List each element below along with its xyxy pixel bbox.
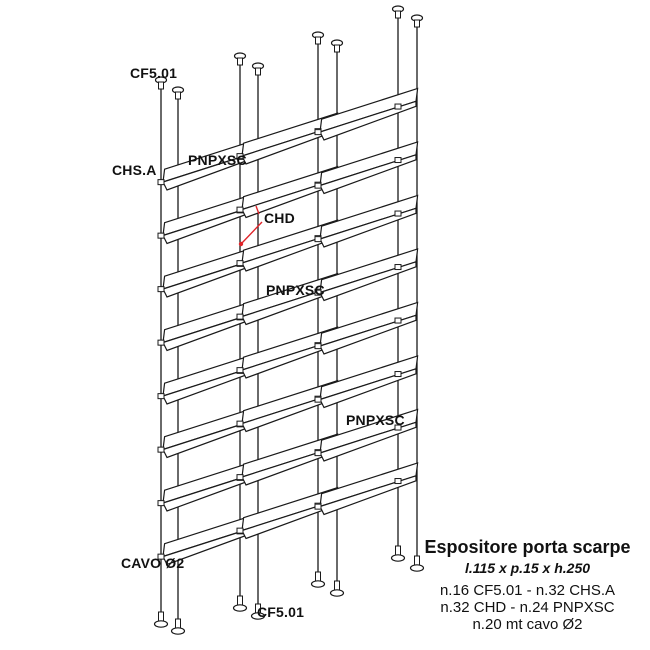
- shelf-bracket: [157, 339, 165, 346]
- shelf-bracket: [236, 206, 244, 213]
- chd-detail-line: [240, 221, 263, 245]
- shelf-bracket: [394, 317, 402, 324]
- ceiling-anchor-body: [315, 36, 321, 45]
- shelf-bracket: [394, 264, 402, 271]
- shelf-bracket: [157, 393, 165, 400]
- component-list-line: n.20 mt cavo Ø2: [472, 616, 583, 633]
- shelf-bracket: [314, 396, 322, 403]
- shelf-front-lip: [319, 260, 417, 302]
- product-title: Espositore porta scarpe: [424, 537, 631, 557]
- chd-detail-tick: [255, 205, 260, 215]
- label-pnpxsc-right: PNPXSC: [346, 412, 405, 428]
- shelf-bracket: [236, 313, 244, 320]
- shelf-bracket: [314, 450, 322, 457]
- shelf-front-lip: [319, 314, 417, 355]
- floor-anchor-base: [250, 612, 266, 620]
- ceiling-anchor-body: [237, 57, 243, 66]
- shelf-front-lip: [319, 421, 417, 462]
- shelf-bracket: [236, 153, 244, 160]
- shelf-bracket: [236, 474, 244, 481]
- floor-anchor-base: [310, 580, 326, 588]
- floor-anchor-base: [329, 589, 345, 597]
- component-list-line: n.16 CF5.01 - n.32 CHS.A: [439, 582, 616, 599]
- floor-anchor-base: [170, 627, 186, 635]
- shelf-bracket: [236, 367, 244, 374]
- floor-anchor-base: [153, 620, 169, 628]
- ceiling-anchor-body: [175, 91, 181, 100]
- shelf-bracket: [157, 286, 165, 293]
- shelf-bracket: [236, 260, 244, 267]
- label-cavo: CAVO Ø2: [121, 555, 185, 571]
- shelf-front-lip: [319, 367, 417, 409]
- shelf-bracket: [314, 129, 322, 136]
- floor-anchor-base: [390, 554, 406, 562]
- shelf-bracket: [157, 179, 165, 186]
- fittings-group: [153, 5, 425, 635]
- component-list-line: n.32 CHD - n.24 PNPXSC: [440, 599, 615, 616]
- ceiling-anchor-body: [414, 19, 420, 28]
- shelf-bracket: [236, 527, 244, 534]
- ceiling-anchor-body: [158, 81, 164, 90]
- product-dimensions: l.115 x p.15 x h.250: [464, 560, 591, 576]
- shelf-bracket: [314, 503, 322, 510]
- label-pnpxsc-middle: PNPXSC: [266, 282, 325, 298]
- product-info-block: Espositore porta scarpe l.115 x p.15 x h…: [405, 536, 650, 633]
- shelf-bracket: [394, 371, 402, 378]
- shelf-bracket: [157, 553, 165, 560]
- shelf-bracket: [314, 343, 322, 350]
- shelf-front-lip: [319, 153, 417, 195]
- shelf-bracket: [314, 289, 322, 296]
- shelf-bracket: [394, 424, 402, 431]
- shelf-front-lip: [319, 100, 417, 141]
- shelf-bracket: [157, 232, 165, 239]
- shelf-bracket: [314, 236, 322, 243]
- label-chs: CHS.A: [112, 162, 157, 178]
- shelf-bracket: [394, 478, 402, 485]
- ceiling-anchor-body: [255, 67, 261, 76]
- ceiling-anchor-body: [395, 10, 401, 19]
- label-pnpxsc-top: PNPXSC: [188, 152, 247, 168]
- floor-anchor-base: [232, 604, 248, 612]
- chd-detail-point: [238, 241, 244, 247]
- label-chd: CHD: [264, 210, 295, 226]
- shelf-bracket: [394, 103, 402, 110]
- shelf-bracket: [157, 446, 165, 453]
- label-cf-bottom: CF5.01: [257, 604, 305, 620]
- shelf-bracket: [394, 210, 402, 217]
- shelf-bracket: [394, 157, 402, 164]
- shelf-bracket: [157, 500, 165, 507]
- label-cf-top: CF5.01: [130, 65, 178, 81]
- shelf-bracket: [314, 182, 322, 189]
- shelf-bracket: [236, 420, 244, 427]
- shelves-group: [162, 87, 419, 566]
- shelf-front-lip: [319, 474, 417, 516]
- floor-anchor-base: [409, 564, 425, 572]
- ceiling-anchor-body: [334, 44, 340, 53]
- shelf-front-lip: [319, 207, 417, 248]
